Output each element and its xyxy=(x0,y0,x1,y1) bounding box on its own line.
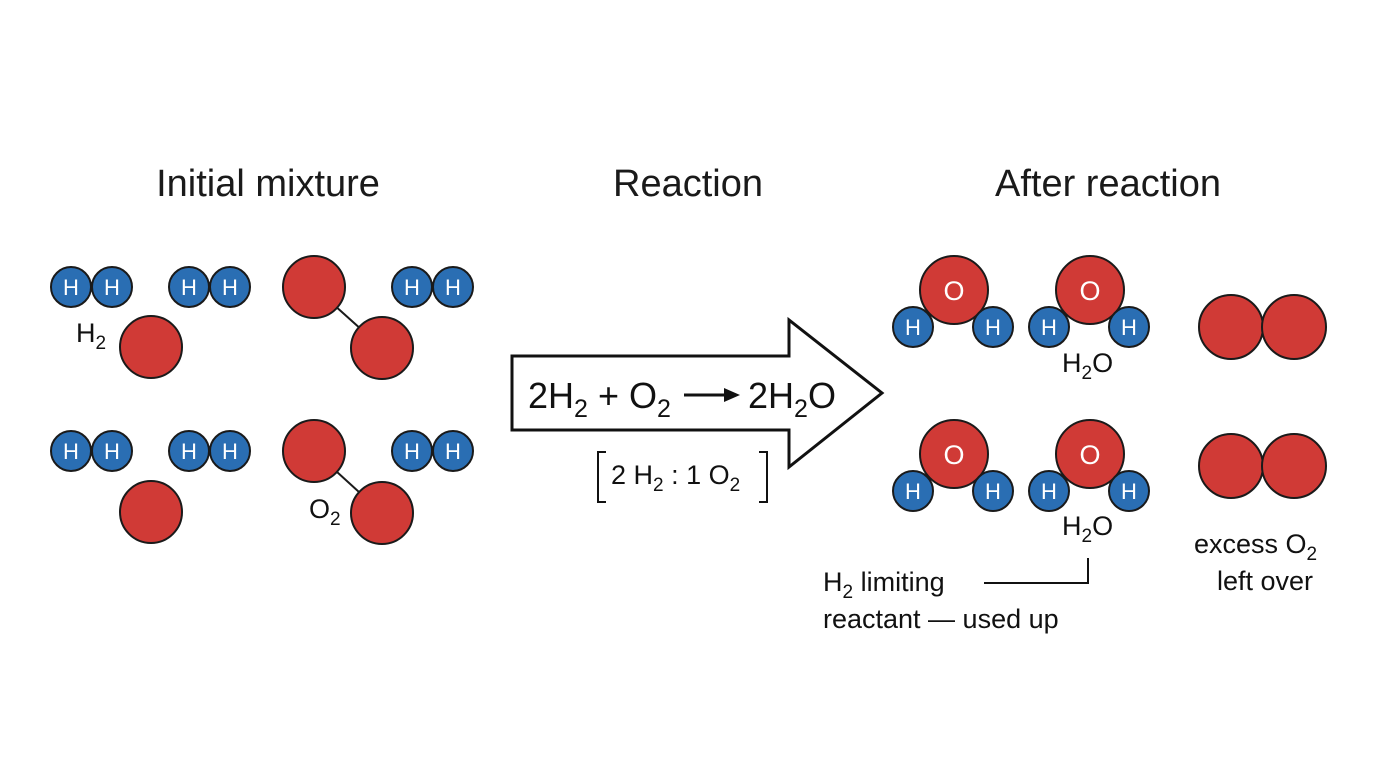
heading-reaction: Reaction xyxy=(613,163,763,205)
hydrogen-symbol: H xyxy=(222,275,238,300)
hydrogen-symbol: H xyxy=(104,439,120,464)
h2-molecule-6-atom-a: H xyxy=(391,430,433,472)
water-1-hydrogen-right: H xyxy=(972,306,1014,348)
h2-molecule-6-atom-b: H xyxy=(432,430,474,472)
hydrogen-symbol: H xyxy=(404,439,420,464)
hydrogen-symbol: H xyxy=(404,275,420,300)
stoichiometric-ratio: 2 H2 : 1 O2 xyxy=(611,460,740,496)
h2-molecule-4-atom-b: H xyxy=(91,430,133,472)
hydrogen-symbol: H xyxy=(905,315,921,340)
limiting-note-line2: reactant — used up xyxy=(823,604,1059,634)
h2-label: H2 xyxy=(76,318,106,354)
hydrogen-symbol: H xyxy=(181,439,197,464)
h2-molecule-5-atom-b: H xyxy=(209,430,251,472)
hydrogen-symbol: H xyxy=(1041,479,1057,504)
ratio-brackets xyxy=(597,451,768,503)
hydrogen-symbol: H xyxy=(905,479,921,504)
excess-o2-2-atom-b xyxy=(1261,433,1327,499)
o2-label: O2 xyxy=(309,494,341,530)
hydrogen-symbol: H xyxy=(985,315,1001,340)
excess-o2-2-atom-a xyxy=(1198,433,1264,499)
oxygen-atom-lone-bottom xyxy=(119,480,183,544)
h2-molecule-5-atom-a: H xyxy=(168,430,210,472)
balanced-equation: 2H2 + O2 xyxy=(528,375,671,423)
h2-molecule-3-atom-b: H xyxy=(432,266,474,308)
hydrogen-symbol: H xyxy=(222,439,238,464)
water-4-oxygen: O xyxy=(1055,419,1125,489)
heading-after-reaction: After reaction xyxy=(995,163,1221,205)
hydrogen-symbol: H xyxy=(181,275,197,300)
water-2-hydrogen-right: H xyxy=(1108,306,1150,348)
o2-top-atom-a xyxy=(282,255,346,319)
water-4-hydrogen-left: H xyxy=(1028,470,1070,512)
hydrogen-symbol: H xyxy=(445,439,461,464)
h2o-label-top: H2O xyxy=(1062,348,1113,384)
oxygen-symbol: O xyxy=(1079,440,1100,470)
excess-note-line2: left over xyxy=(1217,566,1313,596)
o2-bottom-atom-b xyxy=(350,481,414,545)
hydrogen-symbol: H xyxy=(63,439,79,464)
limiting-callout-line xyxy=(984,558,1089,584)
hydrogen-symbol: H xyxy=(63,275,79,300)
hydrogen-symbol: H xyxy=(104,275,120,300)
hydrogen-symbol: H xyxy=(1041,315,1057,340)
h2-molecule-1-atom-b: H xyxy=(91,266,133,308)
h2-molecule-4-atom-a: H xyxy=(50,430,92,472)
hydrogen-symbol: H xyxy=(985,479,1001,504)
oxygen-symbol: O xyxy=(1079,276,1100,306)
equation-yields-arrow xyxy=(684,388,740,402)
equation-product: 2H2O xyxy=(748,375,836,423)
water-1-oxygen: O xyxy=(919,255,989,325)
h2-molecule-2-atom-b: H xyxy=(209,266,251,308)
excess-note-line1: excess O2 xyxy=(1194,529,1317,565)
water-2-hydrogen-left: H xyxy=(1028,306,1070,348)
limiting-note-line1: H2 limiting xyxy=(823,567,945,603)
excess-o2-1-atom-a xyxy=(1198,294,1264,360)
oxygen-symbol: O xyxy=(943,440,964,470)
water-4-hydrogen-right: H xyxy=(1108,470,1150,512)
h2o-label-bottom: H2O xyxy=(1062,511,1113,547)
o2-top-atom-b xyxy=(350,316,414,380)
h2-molecule-2-atom-a: H xyxy=(168,266,210,308)
hydrogen-symbol: H xyxy=(445,275,461,300)
water-3-oxygen: O xyxy=(919,419,989,489)
h2-molecule-3-atom-a: H xyxy=(391,266,433,308)
hydrogen-symbol: H xyxy=(1121,479,1137,504)
hydrogen-symbol: H xyxy=(1121,315,1137,340)
water-3-hydrogen-left: H xyxy=(892,470,934,512)
excess-o2-1-atom-b xyxy=(1261,294,1327,360)
oxygen-symbol: O xyxy=(943,276,964,306)
water-2-oxygen: O xyxy=(1055,255,1125,325)
o2-bottom-atom-a xyxy=(282,419,346,483)
oxygen-atom-lone-top xyxy=(119,315,183,379)
water-1-hydrogen-left: H xyxy=(892,306,934,348)
heading-initial-mixture: Initial mixture xyxy=(156,163,380,205)
h2-molecule-1-atom-a: H xyxy=(50,266,92,308)
water-3-hydrogen-right: H xyxy=(972,470,1014,512)
